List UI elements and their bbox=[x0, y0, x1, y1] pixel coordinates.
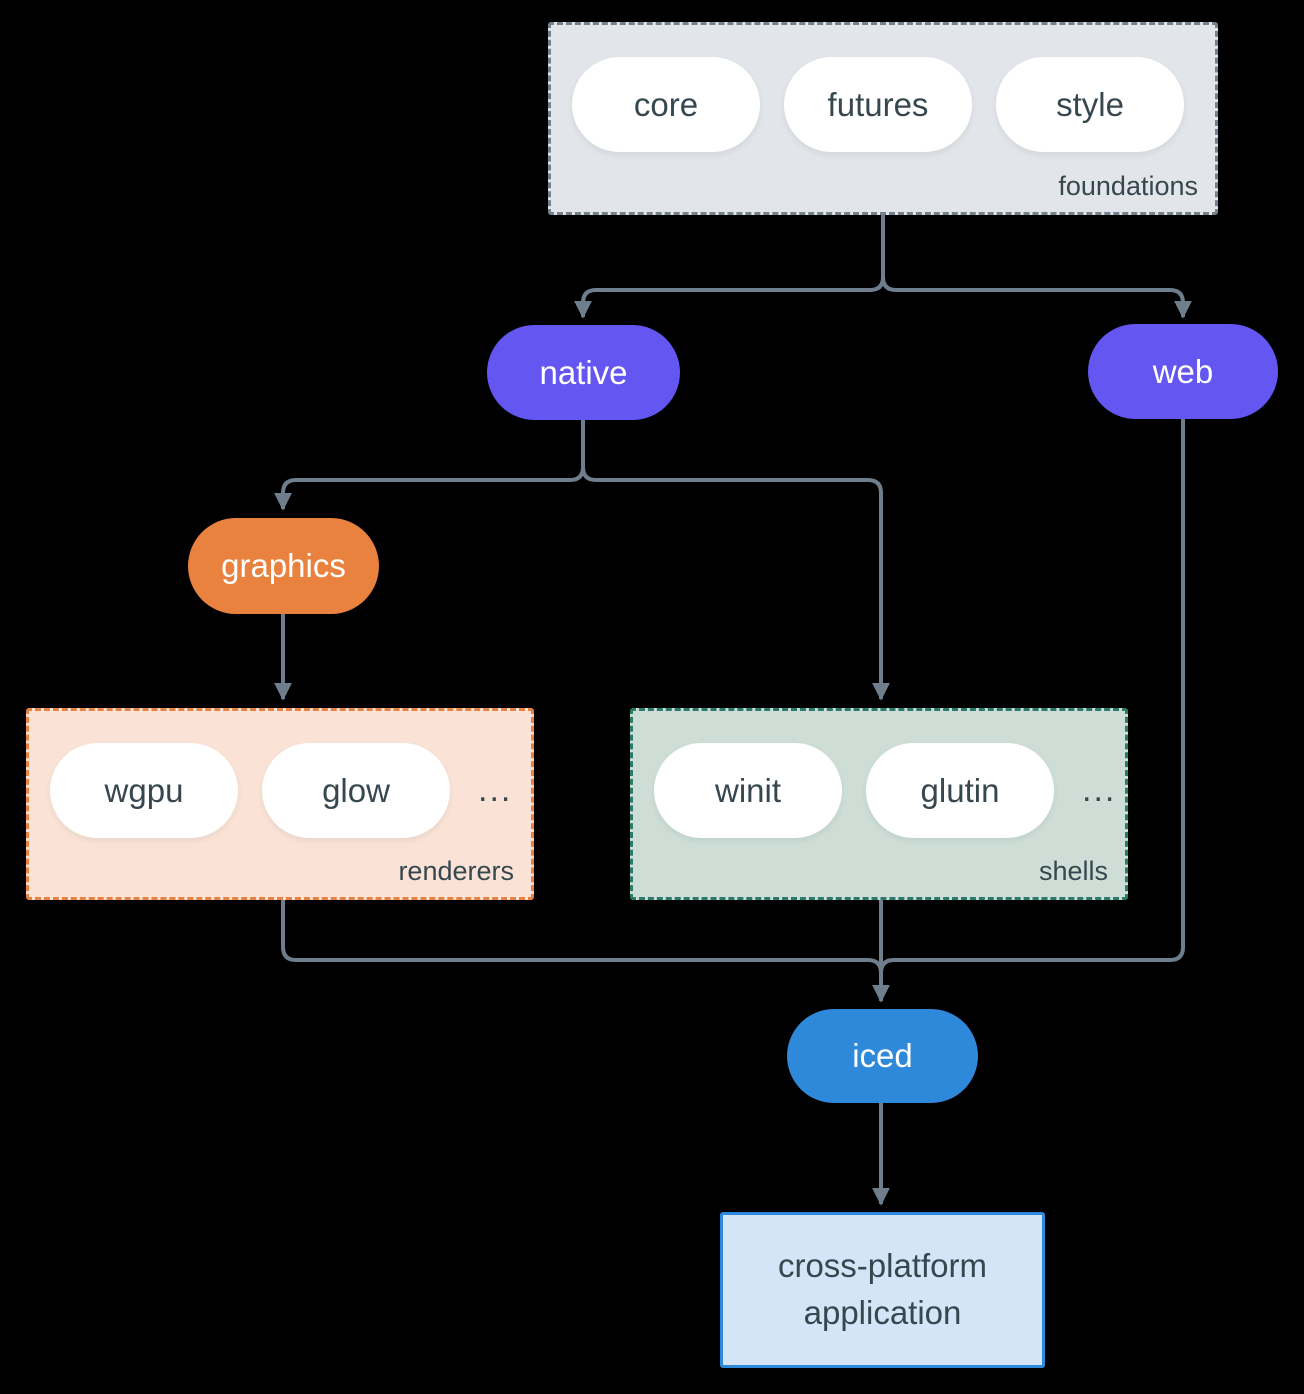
renderers-label: renderers bbox=[398, 856, 514, 886]
node-native: native bbox=[487, 325, 680, 420]
group-renderers: wgpu glow ... renderers bbox=[26, 708, 534, 900]
edge-renderers-bus bbox=[281, 900, 883, 974]
node-glow: glow bbox=[262, 743, 450, 838]
edge-native-graphics bbox=[274, 466, 585, 511]
node-glutin: glutin bbox=[866, 743, 1054, 838]
edge-foundations-web bbox=[881, 276, 1192, 319]
edge-native-shells bbox=[581, 466, 890, 701]
shells-pill-row: winit glutin ... bbox=[654, 743, 1116, 838]
group-shells: winit glutin ... shells bbox=[630, 708, 1128, 900]
node-futures: futures bbox=[784, 57, 972, 152]
renderers-ellipsis: ... bbox=[478, 771, 513, 809]
node-web: web bbox=[1088, 324, 1278, 419]
node-cross-platform-application: cross-platform application bbox=[720, 1212, 1045, 1368]
edge-foundations-native bbox=[574, 276, 885, 319]
node-core: core bbox=[572, 57, 760, 152]
node-graphics: graphics bbox=[188, 518, 379, 614]
node-style: style bbox=[996, 57, 1184, 152]
foundations-pill-row: core futures style bbox=[572, 57, 1184, 152]
node-winit: winit bbox=[654, 743, 842, 838]
renderers-pill-row: wgpu glow ... bbox=[50, 743, 512, 838]
node-wgpu: wgpu bbox=[50, 743, 238, 838]
foundations-label: foundations bbox=[1058, 171, 1198, 201]
shells-label: shells bbox=[1038, 856, 1108, 886]
shells-ellipsis: ... bbox=[1082, 771, 1117, 809]
node-iced: iced bbox=[787, 1009, 978, 1103]
group-foundations: core futures style foundations bbox=[548, 22, 1218, 215]
